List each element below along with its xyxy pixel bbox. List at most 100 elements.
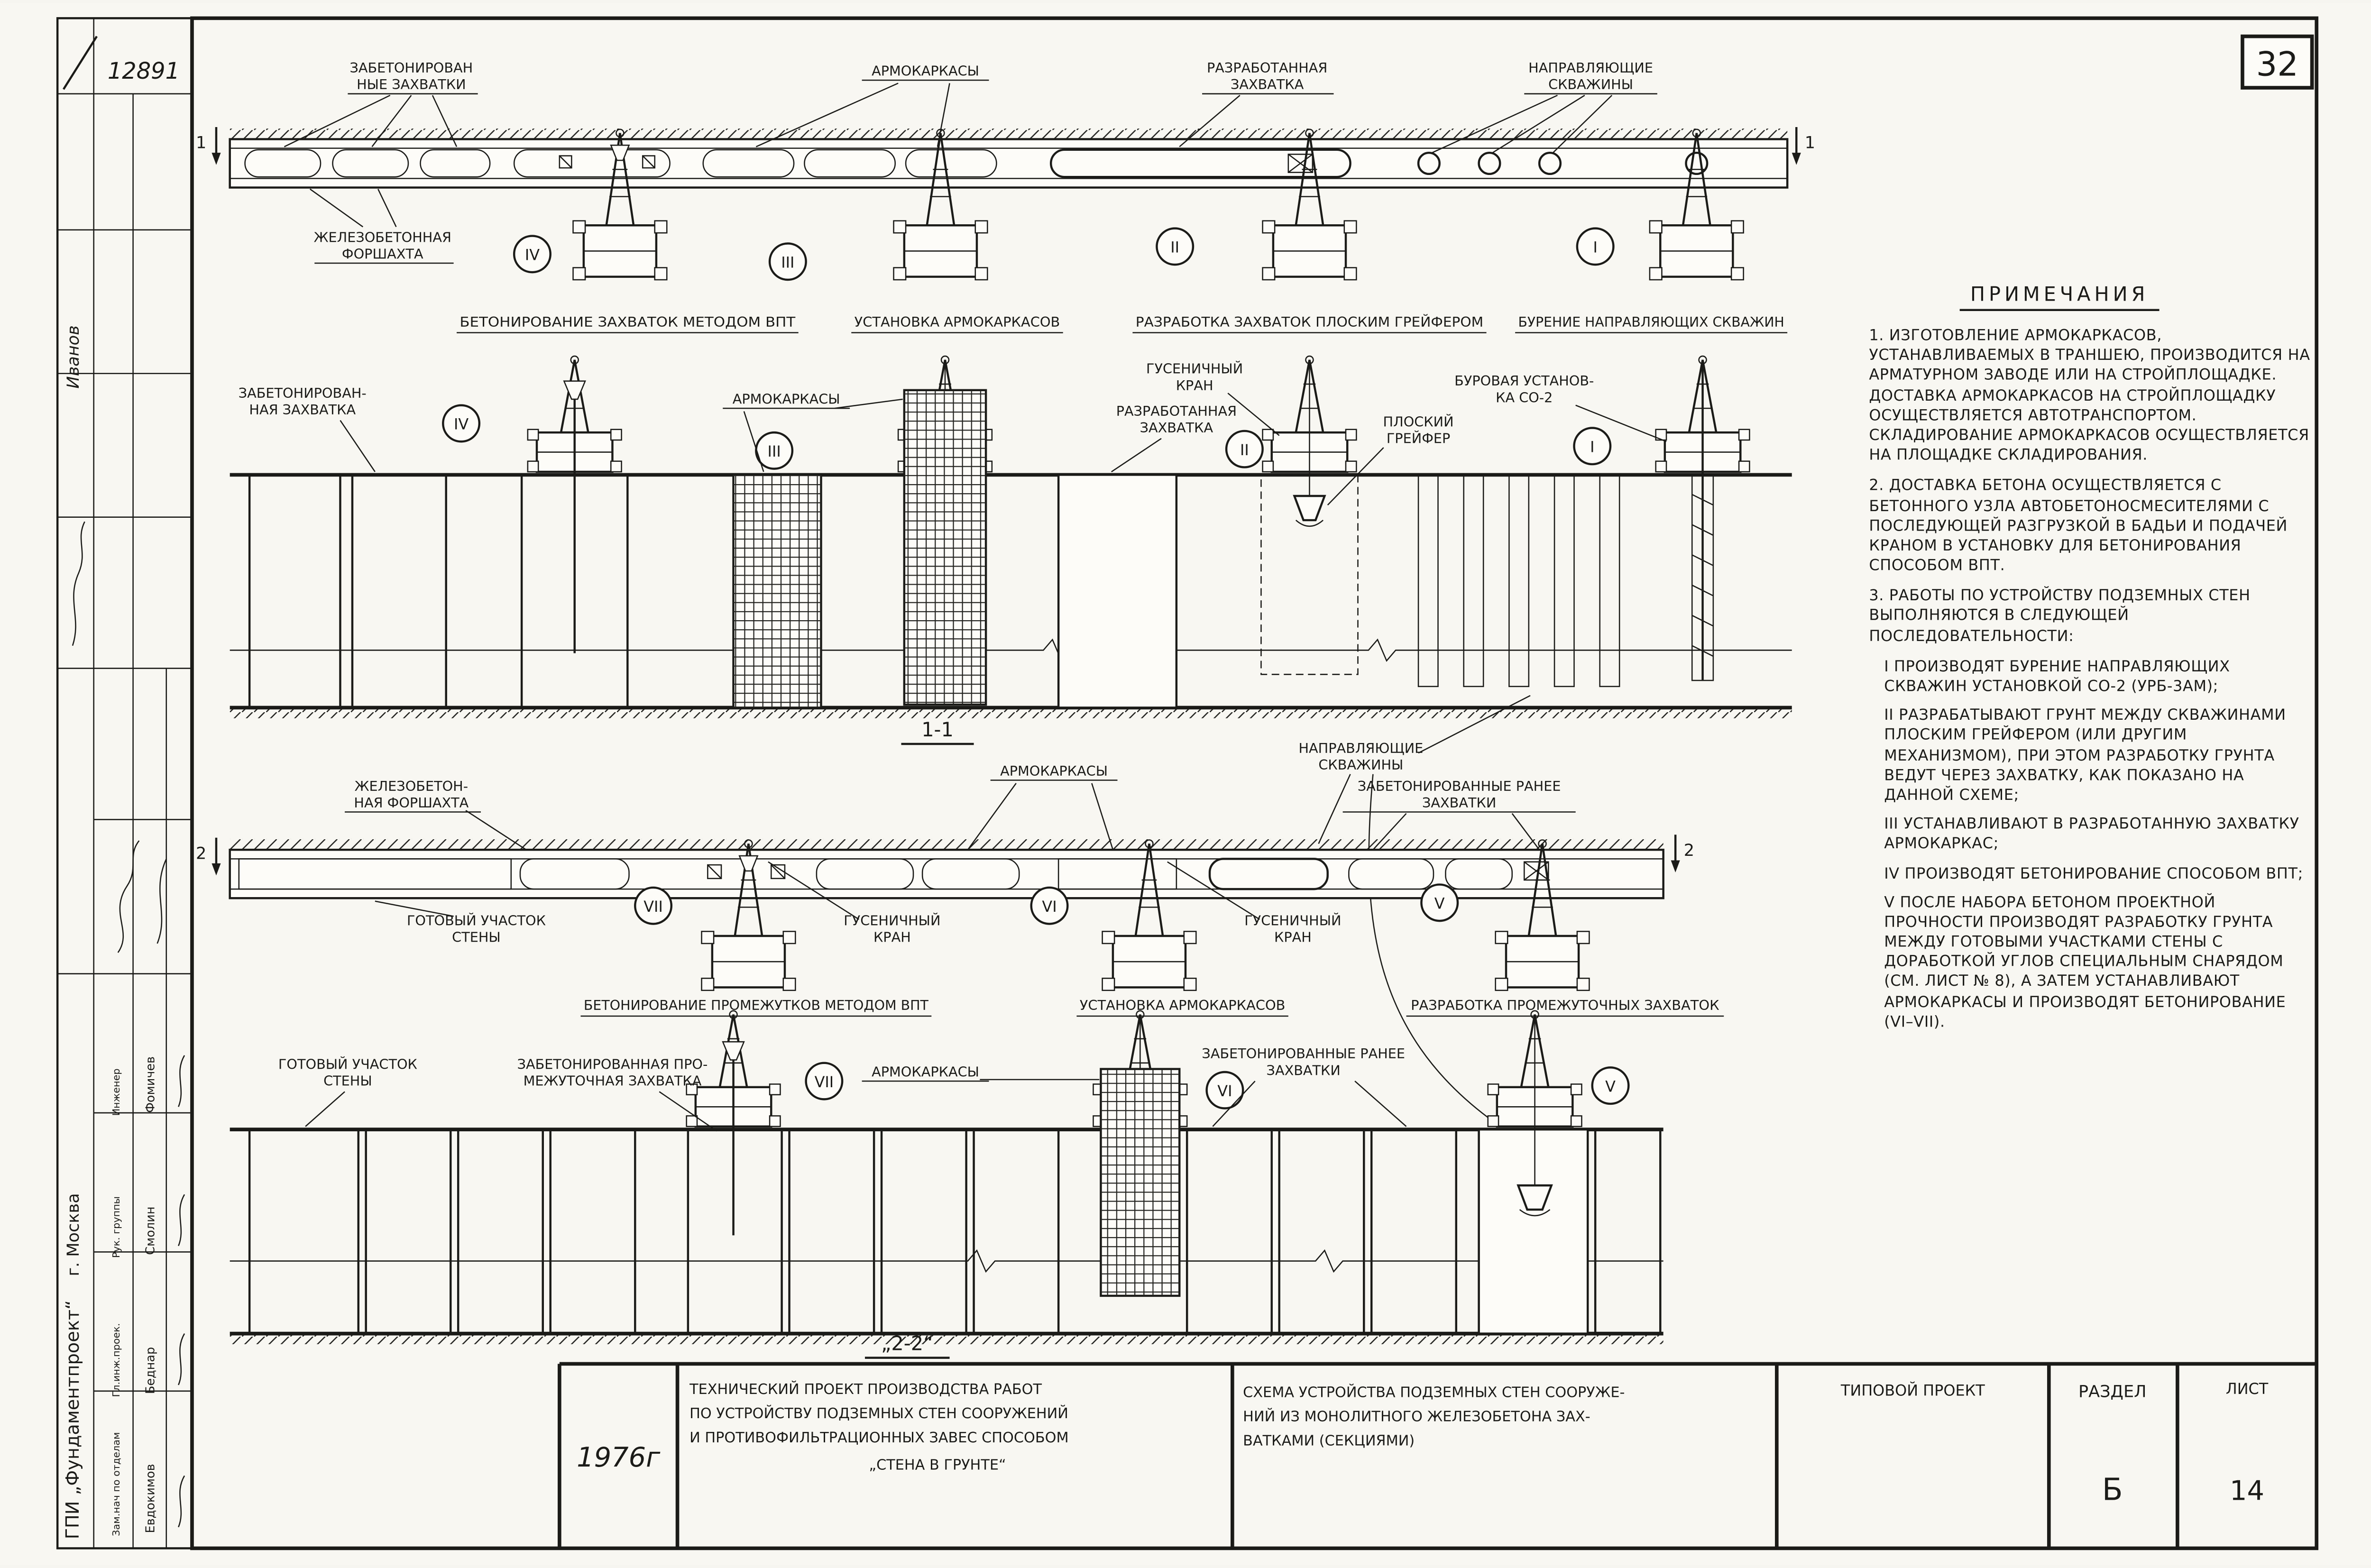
phase-marker-V: V <box>1420 883 1459 922</box>
guide-wall-band <box>229 848 1664 899</box>
flat-grab-section <box>1293 495 1326 527</box>
svg-text:V: V <box>1605 1077 1616 1095</box>
svg-text:ЗАБЕТОНИРОВАН-: ЗАБЕТОНИРОВАН- <box>239 385 367 401</box>
phase-marker-V: V <box>1591 1066 1630 1105</box>
stamp-role: Гл.инж.проек. <box>110 1323 122 1397</box>
titleblock-list-value: 14 <box>2230 1475 2264 1506</box>
plan-view-1: 1 1 IV III II I ЗАБЕТОНИРОВАН НЫЕ ЗАХВАТ… <box>196 60 1815 333</box>
svg-text:VII: VII <box>815 1073 834 1091</box>
caption-phase-IV: БЕТОНИРОВАНИЕ ЗАХВАТОК МЕТОДОМ ВПТ <box>459 314 795 330</box>
earlier-concreted-section <box>549 1128 636 1335</box>
svg-text:II: II <box>1240 441 1249 459</box>
guide-borehole <box>1417 151 1441 175</box>
concreted-panel-plan <box>519 858 630 890</box>
signature-scribble <box>156 858 167 944</box>
note-item: IV ПРОИЗВОДЯТ БЕТОНИРОВАНИЕ СПОСОБОМ ВПТ… <box>1884 865 2303 882</box>
borehole-being-drilled <box>1685 151 1709 175</box>
ground-hatching <box>230 839 1663 850</box>
svg-text:ГОТОВЫЙ УЧАСТОК: ГОТОВЫЙ УЧАСТОК <box>407 913 546 929</box>
svg-text:2: 2 <box>196 844 206 863</box>
callout-guide-boreholes: НАПРАВЛЯЮЩИЕ СКВАЖИНЫ <box>1432 60 1657 154</box>
phase-marker-II: II <box>1156 227 1195 266</box>
svg-text:РАЗРАБОТАННАЯ: РАЗРАБОТАННАЯ <box>1116 403 1237 419</box>
svg-text:КА СО-2: КА СО-2 <box>1496 389 1553 405</box>
svg-text:ЗАХВАТКА: ЗАХВАТКА <box>1140 420 1213 436</box>
stamp-role: Инженер <box>110 1069 122 1116</box>
guide-borehole <box>1478 151 1501 175</box>
callout-crawler-crane-VII: ГУСЕНИЧНЫЙ КРАН <box>768 861 940 945</box>
svg-text:1-1: 1-1 <box>921 718 954 741</box>
note-item: V ПОСЛЕ НАБОРА БЕТОНОМ ПРОЕКТНОЙ ПРОЧНОС… <box>1884 894 2286 1031</box>
svg-text:СТЕНЫ: СТЕНЫ <box>323 1073 372 1089</box>
callout-guide-wall: ЖЕЛЕЗОБЕТОННАЯ ФОРШАХТА <box>309 188 454 264</box>
svg-text:НАПРАВЛЯЮЩИЕ: НАПРАВЛЯЮЩИЕ <box>1528 60 1653 76</box>
auger-flights <box>1691 494 1714 657</box>
finished-wall-plan <box>238 858 512 890</box>
svg-text:ЖЕЛЕЗОБЕТОН-: ЖЕЛЕЗОБЕТОН- <box>355 778 469 794</box>
rebar-cage-plan <box>1057 858 1177 890</box>
label-crawler-crane: ГУСЕНИЧНЫЙ КРАН <box>1146 361 1280 436</box>
label-rebar-cages: АРМОКАРКАСЫ <box>862 1064 1100 1082</box>
earlier-concreted-section <box>1594 1128 1662 1335</box>
notes-title: ПРИМЕЧАНИЯ <box>1970 283 2149 306</box>
concreted-panel-plan <box>816 858 914 890</box>
stamp-role-table: Зам.нач по отделам Евдокимов Гл.инж.прое… <box>110 1055 185 1536</box>
svg-text:VII: VII <box>643 898 663 916</box>
svg-text:VI: VI <box>1042 898 1057 916</box>
stamp-role: Зам.нач по отделам <box>110 1432 122 1536</box>
svg-text:I: I <box>1590 438 1594 456</box>
svg-text:ПО УСТРОЙСТВУ ПОДЗЕМНЫХ СТЕН С: ПО УСТРОЙСТВУ ПОДЗЕМНЫХ СТЕН СООРУЖЕНИЙ <box>689 1405 1068 1422</box>
signature-scribble <box>72 521 85 646</box>
svg-text:2: 2 <box>1684 841 1694 860</box>
phase-marker-II: II <box>1225 430 1264 468</box>
phase-marker-VI: VI <box>1030 886 1069 925</box>
signature-scribble <box>178 1333 185 1385</box>
bottom-hatching <box>230 1335 1663 1344</box>
signature-scribble <box>178 1055 185 1107</box>
svg-text:ГУСЕНИЧНЫЙ: ГУСЕНИЧНЫЙ <box>1146 361 1243 377</box>
break-line <box>230 638 1792 662</box>
svg-text:ГОТОВЫЙ УЧАСТОК: ГОТОВЫЙ УЧАСТОК <box>278 1056 417 1073</box>
svg-text:IV: IV <box>525 246 540 264</box>
note-item: I ПРОИЗВОДЯТ БУРЕНИЕ НАПРАВЛЯЮЩИХ СКВАЖИ… <box>1884 659 2230 696</box>
svg-text:СКВАЖИНЫ: СКВАЖИНЫ <box>1318 757 1403 773</box>
svg-text:III: III <box>768 442 781 460</box>
label-drill-rig: БУРОВАЯ УСТАНОВ- КА СО-2 <box>1454 373 1667 442</box>
guide-borehole <box>1538 151 1562 175</box>
tremie-pipes-plan <box>559 155 656 169</box>
phase-marker-VII: VII <box>634 886 673 925</box>
svg-text:АРМОКАРКАСЫ: АРМОКАРКАСЫ <box>872 1064 979 1080</box>
svg-text:„СТЕНА В ГРУНТЕ“: „СТЕНА В ГРУНТЕ“ <box>869 1457 1006 1474</box>
label-flat-grab: ПЛОСКИЙ ГРЕЙФЕР <box>1327 413 1454 506</box>
caption-phase-III: УСТАНОВКА АРМОКАРКАСОВ <box>855 314 1060 330</box>
caption-phase-V: РАЗРАБОТКА ПРОМЕЖУТОЧНЫХ ЗАХВАТОК <box>1411 997 1719 1013</box>
section-title-2-2: „2-2“ <box>864 1332 950 1359</box>
titleblock-project-title: ТЕХНИЧЕСКИЙ ПРОЕКТ ПРОИЗВОДСТВА РАБОТ ПО… <box>689 1381 1069 1473</box>
concrete-hopper-icon <box>610 144 630 161</box>
earlier-concreted-plan <box>1445 858 1513 890</box>
section-cut-mark-1-right: 1 <box>1792 127 1815 165</box>
label-intermediate-panel: ЗАБЕТОНИРОВАННАЯ ПРО- МЕЖУТОЧНАЯ ЗАХВАТК… <box>517 1056 717 1132</box>
callout-guide-wall-2: ЖЕЛЕЗОБЕТОН- НАЯ ФОРШАХТА <box>345 778 527 851</box>
svg-text:АРМОКАРКАСЫ: АРМОКАРКАСЫ <box>872 63 979 79</box>
tremie-pipes-plan <box>707 864 786 880</box>
flat-grab-section <box>1516 1184 1553 1217</box>
signature-scribble <box>178 1475 185 1528</box>
earlier-concreted-section <box>973 1128 1060 1335</box>
caption-phase-I: БУРЕНИЕ НАПРАВЛЯЮЩИХ СКВАЖИН <box>1518 314 1784 330</box>
finished-wall-section <box>1278 1128 1365 1335</box>
section-view-1-1: IV III II I ЗАБЕТОНИРОВАН- НАЯ ЗАХВАТКА … <box>230 356 1792 1123</box>
svg-text:НАПРАВЛЯЮЩИЕ: НАПРАВЛЯЮЩИЕ <box>1298 740 1423 756</box>
finished-wall-section <box>248 1128 359 1335</box>
titleblock-razdel-value: Б <box>2102 1472 2123 1507</box>
concrete-hopper-icon <box>738 855 759 872</box>
svg-text:ЗАБЕТОНИРОВАННЫЕ РАНЕЕ: ЗАБЕТОНИРОВАННЫЕ РАНЕЕ <box>1358 778 1561 794</box>
phase-marker-I: I <box>1573 427 1612 466</box>
note-item: II РАЗРАБАТЫВАЮТ ГРУНТ МЕЖДУ СКВАЖИНАМИ … <box>1884 708 2286 805</box>
label-earlier-concreted: ЗАБЕТОНИРОВАННЫЕ РАНЕЕ ЗАХВАТКИ <box>1202 1045 1407 1127</box>
rebar-cage-plan <box>905 149 997 178</box>
left-stamp-strip: 12891 Иванов Зам.нач по отделам Евдокимо… <box>56 17 193 1550</box>
titleblock-type: ТИПОВОЙ ПРОЕКТ <box>1840 1381 1985 1399</box>
bottom-hatching <box>230 709 1792 718</box>
earlier-concreted-section <box>365 1128 452 1335</box>
